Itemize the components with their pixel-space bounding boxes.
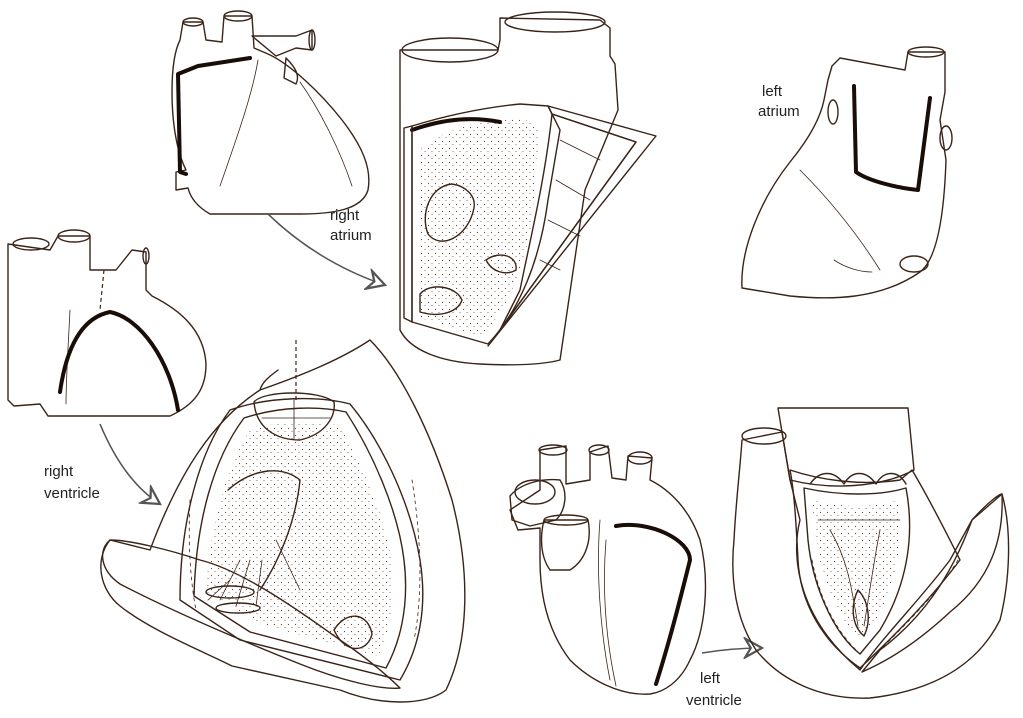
label-right-atrium-1: right [330,207,360,224]
opened-right-ventricle [100,339,466,703]
opened-right-atrium [399,11,657,366]
left-atrium-incision-line [852,84,932,192]
label-left-ventricle-2: ventricle [686,692,742,709]
label-right-ventricle-1: right [44,463,74,480]
arrow-to-right-atrium [267,213,385,285]
right-ventricle-incision-line [58,310,180,412]
label-left-atrium-2: atrium [758,103,800,120]
right-atrium-incision-line [176,56,252,176]
arrow-to-right-ventricle [99,423,160,504]
label-right-atrium-2: atrium [330,227,372,244]
label-right-ventricle-2: ventricle [44,485,100,502]
heart-left-ventricle-incision [509,444,707,695]
label-left-ventricle-1: left [700,670,721,687]
left-ventricle-incision-line [614,522,692,686]
opened-left-ventricle [732,407,1010,699]
arrow-to-left-ventricle [701,648,762,653]
heart-right-atrium-incision [171,10,370,215]
heart-right-ventricle-incision [7,229,207,417]
right-atrium-opening-edge [410,117,502,132]
heart-left-atrium-incision [741,46,953,299]
label-left-atrium-1: left [762,83,783,100]
